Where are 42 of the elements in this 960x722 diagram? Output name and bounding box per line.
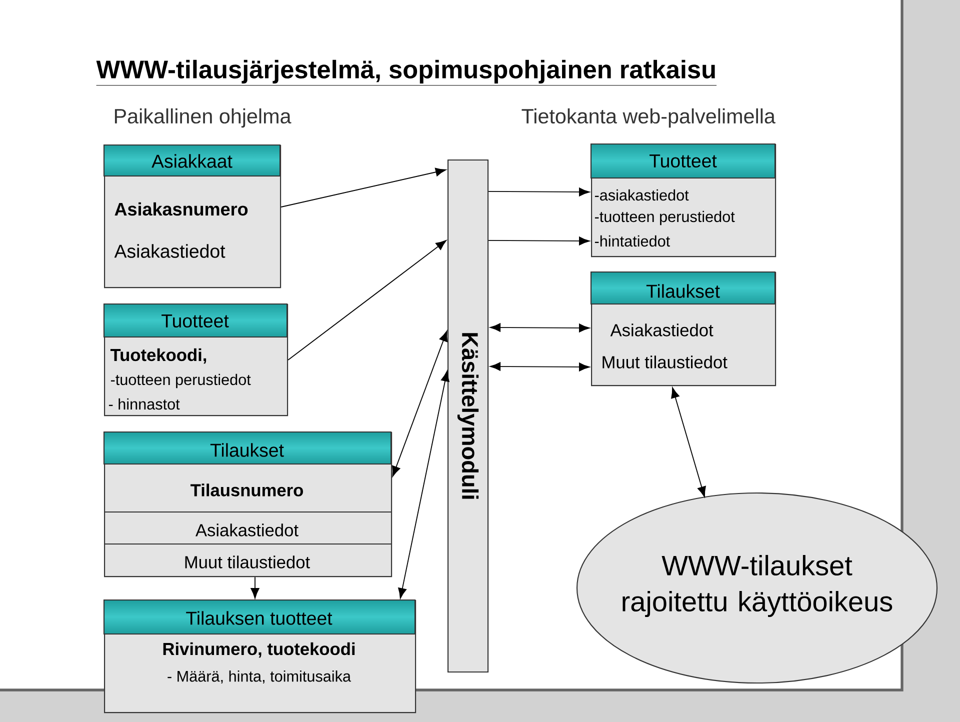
- field-label: Muut tilaustiedot: [602, 356, 728, 368]
- arrow: [250, 576, 260, 599]
- arrow: [490, 323, 590, 332]
- arrow: [398, 370, 450, 599]
- ellipse: [576, 492, 938, 684]
- table-box: [103, 144, 282, 288]
- field-label: -tuotteen perustiedot: [594, 210, 735, 226]
- table-box: [103, 599, 416, 714]
- arrow: [392, 330, 448, 477]
- field-label: Asiakastiedot: [196, 524, 298, 536]
- table-header: Tilaukset: [210, 443, 284, 457]
- section-heading: Tietokanta web-palvelimella: [522, 108, 776, 128]
- field-label: Asiakasnumero: [114, 202, 248, 216]
- field-label: - hinnastot: [108, 398, 180, 410]
- arrow: [488, 188, 590, 196]
- table-header: Asiakkaat: [152, 154, 232, 168]
- table-header: Tilauksen tuotteet: [186, 611, 332, 625]
- field-label: Tuotekoodi,: [110, 348, 206, 364]
- field-label: Muut tilaustiedot: [185, 556, 310, 568]
- field-label: -asiakastiedot: [594, 189, 689, 201]
- arrow: [490, 362, 590, 372]
- field-label: Tilausnumero: [190, 484, 303, 496]
- ellipse-text: WWW-tilaukset rajoitettu käyttöoikeus: [622, 554, 892, 618]
- field-label: Asiakastiedot: [114, 244, 226, 258]
- table-header: Tuotteet: [650, 154, 717, 168]
- table-box: [590, 143, 776, 258]
- table-box: [103, 303, 288, 416]
- arrow: [280, 168, 446, 208]
- field-label: - Määrä, hinta, toimitusaika: [168, 670, 352, 684]
- field-label: -hintatiedot: [594, 235, 670, 247]
- arrow: [488, 236, 590, 246]
- title: WWW-tilausjärjestelmä, sopimuspohjainen ratkaisu: [96, 60, 717, 86]
- arrow: [671, 387, 706, 498]
- field-label: -tuotteen perustiedot: [110, 374, 251, 388]
- table-header: Tilaukset: [646, 284, 720, 298]
- field-label: Asiakastiedot: [610, 324, 714, 336]
- arrow: [288, 240, 446, 360]
- table-header: Tuotteet: [162, 314, 229, 328]
- module-box: Käsittelymoduli: [447, 159, 489, 673]
- table-box: [590, 271, 776, 386]
- field-label: Rivinumero, tuotekoodi: [163, 642, 355, 658]
- table-box: [103, 431, 392, 578]
